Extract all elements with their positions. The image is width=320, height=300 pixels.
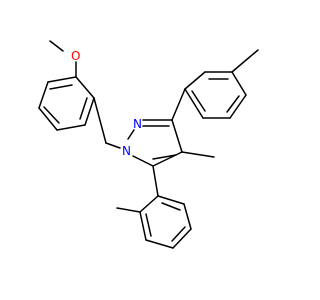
bond xyxy=(93,97,107,144)
bond-inner xyxy=(49,84,73,90)
bond-inner xyxy=(226,95,240,113)
bond-inner xyxy=(43,106,60,124)
upper-tolyl-ring xyxy=(171,49,259,121)
bond xyxy=(75,76,95,99)
oxygen-label: O xyxy=(71,49,80,63)
methylene-linker xyxy=(93,97,121,149)
pyrazole-ring xyxy=(127,119,215,167)
methoxyphenyl-ring xyxy=(38,76,95,131)
bond-c4-c5 xyxy=(152,151,183,167)
bond xyxy=(38,81,49,109)
bond xyxy=(105,142,121,149)
bond xyxy=(152,165,159,197)
bond-c3-c4 xyxy=(171,119,183,153)
bond-methyl xyxy=(116,207,141,213)
bond xyxy=(157,195,185,205)
bond xyxy=(38,107,58,131)
atom-labels: O N N xyxy=(71,49,142,158)
bond xyxy=(231,71,247,96)
bond-inner xyxy=(145,213,152,237)
structure-svg: O N N xyxy=(38,40,259,249)
bond-inner xyxy=(161,202,181,211)
bond-c4-c5-double xyxy=(152,154,177,160)
bond xyxy=(171,88,186,121)
bond xyxy=(139,195,159,213)
bond xyxy=(145,239,174,249)
bond xyxy=(184,88,204,119)
methoxy-group xyxy=(49,40,77,78)
nitrogen-label-n1: N xyxy=(122,144,131,158)
bond xyxy=(184,71,206,90)
bond-c4-methyl xyxy=(181,151,215,158)
bond xyxy=(56,124,86,131)
bond xyxy=(47,76,77,83)
bond xyxy=(229,94,247,119)
bond xyxy=(139,211,147,241)
bond xyxy=(172,228,192,249)
bond-inner xyxy=(191,90,206,112)
bond-inner xyxy=(171,226,186,242)
bond xyxy=(84,97,95,126)
bond-c5-n1 xyxy=(132,155,154,167)
bond-n1-n2 xyxy=(127,129,135,140)
nitrogen-label-n2: N xyxy=(133,117,142,131)
bond-methyl-o xyxy=(49,40,64,52)
bond-methyl xyxy=(231,49,259,73)
bond-inner xyxy=(79,97,88,120)
lower-tolyl-ring xyxy=(116,165,192,249)
molecule-diagram: O N N xyxy=(38,40,259,249)
bond xyxy=(183,203,192,230)
